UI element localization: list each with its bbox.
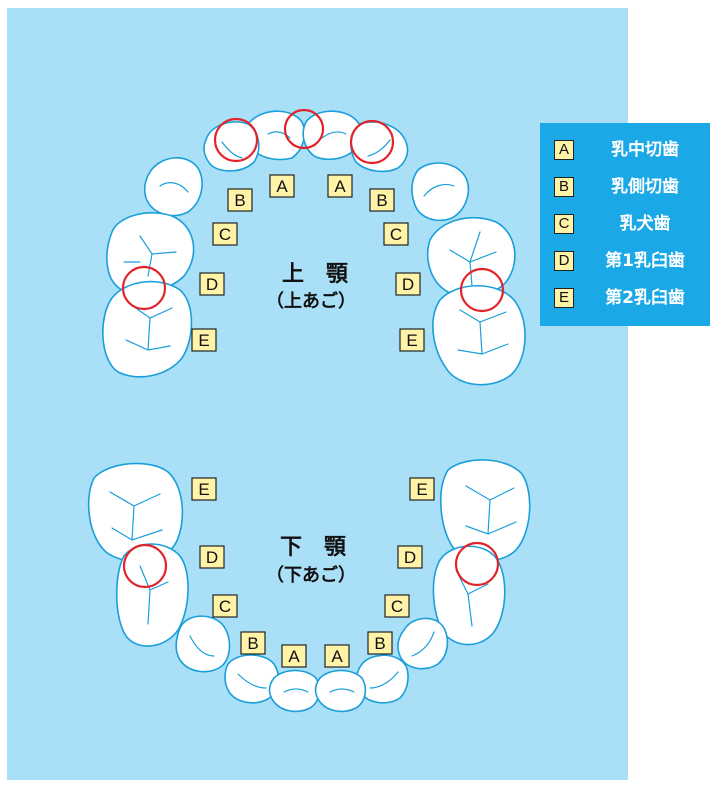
svg-text:C: C (390, 225, 402, 244)
lower-jaw-subtitle: （下あご） (266, 564, 356, 586)
label-box-a: A (281, 644, 307, 668)
legend-key: B (554, 177, 574, 197)
svg-text:D: D (206, 275, 218, 294)
svg-text:A: A (288, 647, 300, 666)
legend-label: 乳側切歯 (611, 177, 679, 197)
upper-tooth-e-right (432, 284, 526, 386)
legend-key: C (554, 214, 574, 234)
lower-contact-ring (454, 541, 500, 587)
svg-text:C: C (391, 597, 403, 616)
legend-label: 乳中切歯 (611, 140, 679, 160)
label-box-a: A (327, 174, 353, 198)
upper-tooth-b-left (203, 121, 260, 172)
upper-tooth-b-right (350, 121, 409, 173)
tooth-legend: A 乳中切歯 B 乳側切歯 C 乳犬歯 D 第1乳臼歯 E 第2乳臼歯 (540, 123, 710, 326)
upper-tooth-e-left (102, 280, 193, 378)
label-box-e: E (399, 328, 425, 352)
label-box-c: C (212, 222, 238, 246)
svg-text:B: B (376, 191, 387, 210)
upper-jaw-subtitle: （上あご） (266, 290, 356, 312)
upper-contact-ring (283, 108, 325, 150)
lower-tooth-c-left (175, 615, 231, 673)
label-box-b: B (240, 631, 266, 655)
label-box-a: A (269, 174, 295, 198)
lower-contact-rings (122, 541, 500, 589)
svg-text:A: A (334, 177, 346, 196)
upper-contact-ring (459, 267, 505, 313)
lower-tooth-labels: E E D D C C B B A A (191, 477, 435, 668)
label-box-c: C (383, 222, 409, 246)
upper-jaw-title: 上 顎 (282, 262, 349, 287)
svg-text:B: B (247, 634, 258, 653)
lower-tooth-a-left (268, 669, 321, 713)
upper-contact-ring (349, 119, 395, 165)
legend-key: E (554, 288, 574, 308)
lower-tooth-c-right (397, 617, 449, 670)
legend-row-d: D 第1乳臼歯 (540, 244, 710, 280)
upper-jaw-teeth (102, 110, 526, 386)
svg-text:E: E (416, 480, 427, 499)
lower-tooth-d-left (115, 543, 189, 647)
upper-contact-ring (213, 117, 259, 163)
lower-jaw-teeth (87, 459, 531, 713)
legend-row-c: C 乳犬歯 (540, 207, 710, 243)
label-box-c: C (212, 594, 238, 618)
label-box-b: B (369, 188, 395, 212)
legend-label: 第1乳臼歯 (605, 251, 685, 271)
label-box-d: D (397, 545, 423, 569)
lower-jaw-title: 下 顎 (280, 535, 347, 560)
upper-tooth-c-left (143, 157, 203, 217)
legend-row-a: A 乳中切歯 (540, 133, 710, 169)
svg-text:E: E (198, 480, 209, 499)
label-box-c: C (384, 594, 410, 618)
label-box-e: E (191, 477, 217, 501)
svg-text:C: C (219, 225, 231, 244)
svg-text:B: B (374, 634, 385, 653)
upper-tooth-c-right (411, 162, 470, 222)
legend-key: D (554, 251, 574, 271)
lower-tooth-d-right (432, 545, 506, 646)
lower-tooth-b-left (224, 654, 279, 704)
upper-contact-rings (121, 108, 505, 313)
lower-tooth-e-right (439, 459, 531, 562)
svg-text:D: D (206, 548, 218, 567)
upper-contact-ring (121, 265, 167, 311)
label-box-a: A (324, 644, 350, 668)
svg-text:A: A (331, 647, 343, 666)
svg-text:D: D (402, 275, 414, 294)
legend-key: A (554, 140, 574, 160)
legend-label: 第2乳臼歯 (605, 288, 685, 308)
label-box-d: D (199, 545, 225, 569)
lower-tooth-e-left (87, 462, 184, 562)
svg-text:A: A (276, 177, 288, 196)
lower-tooth-a-right (314, 669, 367, 713)
label-box-d: D (395, 272, 421, 296)
label-box-d: D (199, 272, 225, 296)
upper-tooth-labels: A A B B C C D D E E (191, 174, 425, 352)
label-box-e: E (191, 328, 217, 352)
legend-row-b: B 乳側切歯 (540, 170, 710, 206)
label-box-b: B (227, 188, 253, 212)
svg-text:C: C (219, 597, 231, 616)
lower-contact-ring (122, 543, 168, 589)
label-box-b: B (367, 631, 393, 655)
svg-text:D: D (404, 548, 416, 567)
svg-text:E: E (406, 331, 417, 350)
legend-row-e: E 第2乳臼歯 (540, 281, 710, 317)
svg-text:E: E (198, 331, 209, 350)
label-box-e: E (409, 477, 435, 501)
svg-text:B: B (234, 191, 245, 210)
legend-label: 乳犬歯 (619, 214, 671, 234)
